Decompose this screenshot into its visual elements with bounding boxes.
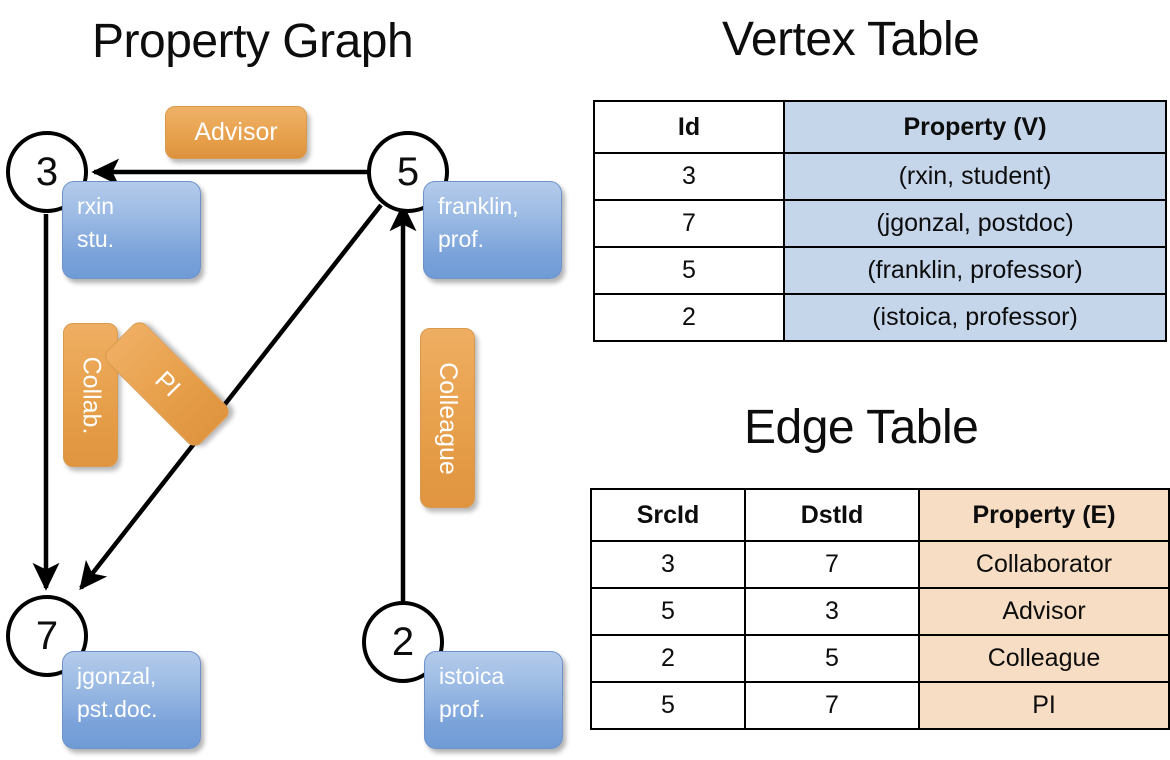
graph-edges-svg [32, 158, 417, 601]
edge-label-advisor-text: Advisor [194, 118, 278, 146]
edge-label-advisor: Advisor [165, 106, 307, 159]
vertex-cell-property: (rxin, student) [783, 152, 1167, 201]
edge-cell-property: Collaborator [918, 540, 1170, 589]
edge-cell-dstid: 7 [744, 540, 920, 589]
property-graph-diagram: 3 5 7 2 rxin stu. franklin, prof. jgonza… [0, 88, 585, 760]
page-title-vertex-table: Vertex Table [722, 13, 980, 66]
table-row: 2 (istoica, professor) [593, 293, 1167, 342]
edge-col-header-property: Property (E) [918, 488, 1170, 542]
page-title-property-graph: Property Graph [92, 15, 414, 68]
vertex-cell-id: 7 [593, 199, 785, 248]
page-title-edge-table: Edge Table [744, 401, 979, 454]
vertex-cell-property: (istoica, professor) [783, 293, 1167, 342]
vertex-table: Id Property (V) 3 (rxin, student) 7 (jgo… [593, 100, 1167, 342]
graph-node-3-label: 3 [35, 150, 59, 194]
table-header-row: Id Property (V) [593, 100, 1167, 154]
edge-cell-srcid: 3 [590, 540, 746, 589]
table-row: 3 (rxin, student) [593, 152, 1167, 201]
edge-cell-srcid: 5 [590, 681, 746, 730]
table-row: 5 7 PI [590, 681, 1170, 730]
graph-node-7-label: 7 [35, 614, 59, 658]
edge-label-pi-text: PI [149, 365, 186, 402]
vertex-cell-id: 3 [593, 152, 785, 201]
edge-5-to-7 [79, 203, 383, 591]
vertex-cell-property: (franklin, professor) [783, 246, 1167, 295]
edge-cell-srcid: 5 [590, 587, 746, 636]
vertex-cell-id: 2 [593, 293, 785, 342]
vertex-col-header-property: Property (V) [783, 100, 1167, 154]
edge-cell-property: Advisor [918, 587, 1170, 636]
edge-table: SrcId DstId Property (E) 3 7 Collaborato… [590, 488, 1170, 730]
edge-cell-srcid: 2 [590, 634, 746, 683]
table-header-row: SrcId DstId Property (E) [590, 488, 1170, 542]
vertex-cell-property: (jgonzal, postdoc) [783, 199, 1167, 248]
node-property-bubble-7: jgonzal, pst.doc. [62, 651, 201, 749]
edge-cell-dstid: 5 [744, 634, 920, 683]
node-property-bubble-3: rxin stu. [62, 181, 201, 279]
table-row: 5 (franklin, professor) [593, 246, 1167, 295]
edge-label-colleague: Colleague [420, 328, 475, 508]
graph-node-5-label: 5 [396, 150, 420, 194]
edge-cell-dstid: 7 [744, 681, 920, 730]
edge-col-header-srcid: SrcId [590, 488, 746, 542]
edge-label-collab: Collab. [63, 323, 118, 467]
edge-cell-property: PI [918, 681, 1170, 730]
edge-col-header-dstid: DstId [744, 488, 920, 542]
table-row: 7 (jgonzal, postdoc) [593, 199, 1167, 248]
edge-cell-property: Colleague [918, 634, 1170, 683]
edge-label-collab-text: Collab. [77, 356, 106, 434]
table-row: 2 5 Colleague [590, 634, 1170, 683]
graph-node-2-label: 2 [391, 620, 415, 664]
graph-node-3[interactable]: 3 [6, 131, 88, 213]
node-property-bubble-2: istoica prof. [424, 651, 563, 749]
edge-cell-dstid: 3 [744, 587, 920, 636]
table-row: 3 7 Collaborator [590, 540, 1170, 589]
vertex-col-header-id: Id [593, 100, 785, 154]
node-property-bubble-5: franklin, prof. [423, 181, 562, 279]
vertex-cell-id: 5 [593, 246, 785, 295]
table-row: 5 3 Advisor [590, 587, 1170, 636]
edge-label-colleague-text: Colleague [434, 361, 462, 475]
